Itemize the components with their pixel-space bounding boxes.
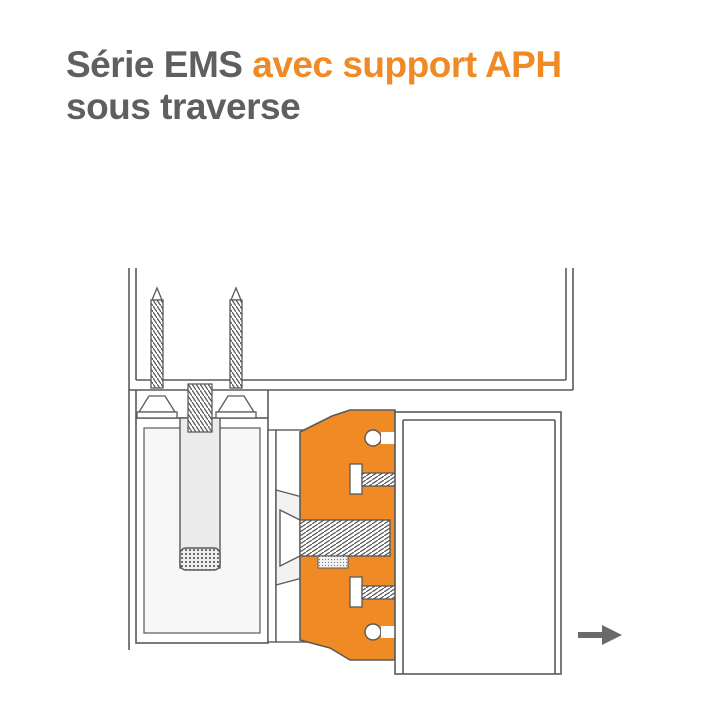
arrow-right-icon [578,625,622,645]
frame-traverse [128,268,574,650]
guide-pin [179,417,221,571]
set-screw [187,383,213,433]
page-title: Série EMS avec support APH sous traverse [66,44,562,128]
title-accent: avec support APH [252,44,562,85]
screw-icon [136,286,257,419]
bracket-holes [364,429,395,641]
title-series: Série EMS [66,44,243,85]
central-bolt [279,508,391,569]
title-subline: sous traverse [66,86,301,127]
door-leaf [394,411,562,675]
